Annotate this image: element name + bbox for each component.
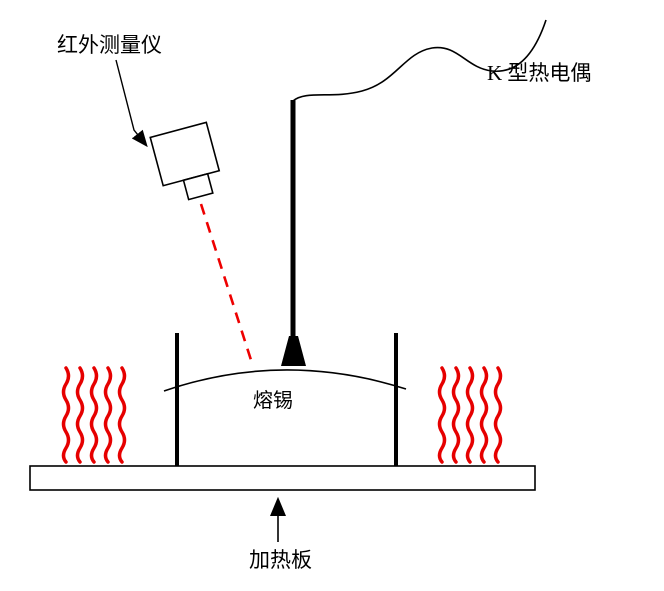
thermocouple-label: K 型热电偶	[487, 61, 591, 85]
infrared-camera-lens	[182, 172, 214, 201]
infrared-camera	[149, 121, 221, 201]
heat-wave-line	[493, 366, 503, 464]
heat-waves-left	[61, 366, 127, 464]
heat-wave-line	[437, 366, 447, 464]
heat-wave-line	[89, 366, 99, 464]
heating-plate-label: 加热板	[249, 548, 312, 572]
heat-wave-line	[117, 366, 127, 464]
solder-surface-arc	[163, 369, 407, 392]
infrared-beam-dashed-line	[199, 203, 253, 361]
heat-wave-line	[479, 366, 489, 464]
heat-wave-line	[465, 366, 475, 464]
thermocouple-probe-tip	[281, 336, 306, 366]
heat-wave-line	[103, 366, 113, 464]
thermocouple-wire	[292, 19, 547, 102]
infrared-leader-line	[115, 59, 148, 148]
molten-tin-label: 熔锡	[253, 389, 293, 412]
heating-plate	[29, 465, 536, 491]
heat-wave-line	[61, 366, 71, 464]
heat-wave-line	[451, 366, 461, 464]
heat-wave-line	[75, 366, 85, 464]
heat-waves-right	[437, 366, 503, 464]
infrared-meter-label: 红外测量仪	[57, 33, 162, 57]
